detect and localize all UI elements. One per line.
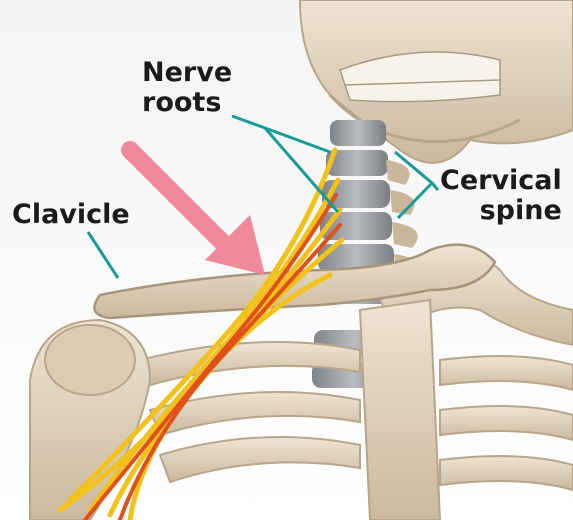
cervical-spine-label: Cervical spine	[440, 166, 562, 226]
nerve-roots-label-line1: Nerve	[142, 58, 232, 88]
cervical-spine-label-line1: Cervical	[440, 166, 562, 196]
clavicle-label: Clavicle	[12, 200, 130, 230]
nerve-roots-label-line2: roots	[142, 88, 232, 118]
nerve-roots-label: Nerve roots	[142, 58, 232, 118]
sternum	[360, 300, 440, 520]
cervical-spine-label-line2: spine	[440, 196, 562, 226]
